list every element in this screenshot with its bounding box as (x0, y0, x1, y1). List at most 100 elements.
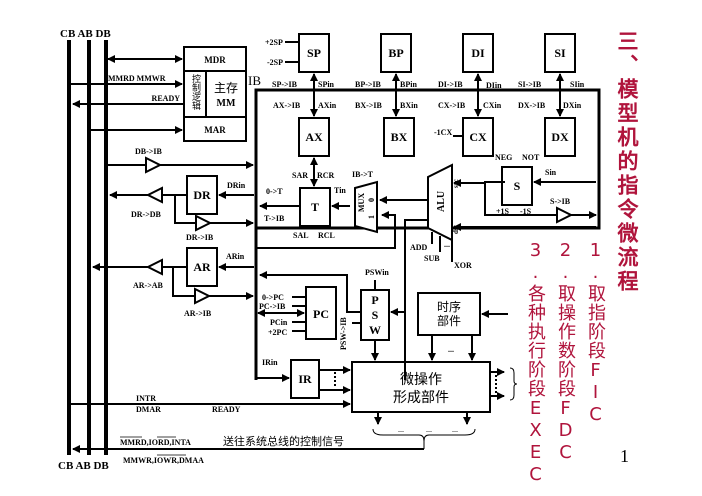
dmar-signal: DMAR (136, 405, 161, 414)
sp-ib-signal: SP->IB (272, 80, 298, 89)
ir-label: IR (298, 372, 312, 386)
sub-signal: SUB (424, 254, 440, 263)
ib-label: IB (248, 73, 261, 88)
ax-in-signal: AXin (318, 101, 337, 110)
mux-in-1: 1 (367, 215, 376, 219)
neg-signal: NEG (495, 153, 512, 162)
cx-dec-signal: -1CX (434, 128, 452, 137)
sp-register (298, 33, 330, 73)
sp-dec-signal: -2SP (267, 58, 283, 67)
timing-unit (417, 292, 481, 336)
cx-ib-signal: CX->IB (438, 101, 466, 110)
bp-register (380, 33, 412, 73)
db-ib-signal: DB->IB (135, 147, 162, 156)
ctrl-logic-label: 控制逻辑 (190, 73, 201, 111)
bus-label-bottom: CB AB DB (58, 460, 109, 472)
si-label: SI (554, 46, 566, 60)
psw-ib-signal: PSW->IB (339, 317, 348, 350)
t-label: T (311, 200, 319, 214)
not-signal: NOT (522, 153, 540, 162)
s-label: S (514, 179, 521, 193)
step-3-execute: 3.各种执行阶段EXEC (525, 240, 546, 486)
ax-label: AX (305, 130, 323, 144)
alu-label: ALU (436, 191, 447, 212)
step-1-fetch-instruction: 1.取指阶段FIC (585, 240, 606, 426)
control-out-description: 送往系统总线的控制信号 (223, 434, 344, 448)
pc-ib-signal: PC->IB (259, 302, 286, 311)
system-buses (67, 40, 108, 455)
si-ib-signal: SI->IB (518, 80, 542, 89)
main-memory-block (183, 46, 247, 142)
pc-register (305, 286, 337, 340)
pc-zero-signal: 0->PC (262, 293, 284, 302)
timing-unit-label-2: 部件 (437, 313, 461, 328)
dr-db-signal: DR->DB (131, 210, 162, 219)
micro-op-unit (351, 361, 491, 413)
s-in-signal: Sin (545, 168, 557, 177)
mm-label: MM (217, 98, 236, 109)
pc-in-signal: PCin (270, 318, 288, 327)
mar-label: MAR (204, 125, 226, 135)
step-2-fetch-operand: 2.取操作数阶段FDC (555, 240, 576, 464)
di-in-signal: DIin (486, 81, 502, 90)
mdr-label: MDR (204, 55, 226, 65)
sp-label: SP (307, 46, 321, 60)
sp-inc-signal: +2SP (265, 38, 283, 47)
alu-dst-label: dst (452, 224, 460, 234)
ib-t-signal: IB->T (352, 170, 374, 179)
mar-box (183, 116, 247, 142)
rcl-signal: RCL (318, 231, 335, 240)
ax-ib-signal: AX->IB (273, 101, 301, 110)
bx-register (383, 117, 415, 157)
ir-register (290, 359, 320, 399)
psw-letter-w: W (369, 323, 381, 337)
mm-rdwr-signal: MMRD MMWR (108, 74, 166, 83)
bus-label-top: CB AB DB (60, 28, 111, 40)
bx-ib-signal: BX->IB (355, 101, 382, 110)
mm-label-cn: 主存 (214, 81, 238, 95)
psw-letter-s: S (372, 308, 379, 322)
psw-in-signal: PSWin (365, 268, 389, 277)
pc-inc-signal: +2PC (268, 328, 287, 337)
control-out-row2: MMWR,IOWR,DMAA (123, 456, 204, 465)
ctrl-ellipsis-1: ... (398, 425, 404, 434)
t-zero-signal: 0->T (266, 187, 283, 196)
dr-in-signal: DRin (227, 181, 246, 190)
ir-in-signal: IRin (262, 358, 278, 367)
dr-ib-signal: DR->IB (186, 233, 214, 242)
control-out-row1: MMRD,IORD,INTA (120, 438, 191, 447)
si-register (544, 33, 576, 73)
dx-in-signal: DXin (563, 101, 582, 110)
mux-in-0: 0 (367, 198, 376, 202)
slide-title: 三、模型机的指令微流程 (615, 30, 639, 294)
s-ib-signal: S->IB (550, 197, 571, 206)
dr-label: DR (193, 188, 211, 202)
alu-ellipsis: ... (444, 240, 450, 249)
add-signal: ADD (410, 243, 428, 252)
sar-signal: SAR (292, 171, 308, 180)
ar-ab-signal: AR->AB (133, 281, 164, 290)
bx-label: BX (391, 130, 408, 144)
psw-letter-p: P (371, 293, 378, 307)
ax-register (298, 117, 330, 157)
s-inc-signal: +1S (496, 207, 510, 216)
di-ib-signal: DI->IB (438, 80, 463, 89)
ar-in-signal: ARin (226, 252, 245, 261)
mux (354, 180, 378, 234)
rcr-signal: RCR (317, 171, 335, 180)
ctrl-ellipsis-3: ... (452, 425, 458, 434)
intr-signal: INTR (136, 394, 156, 403)
timing-unit-label-1: 时序 (437, 299, 461, 314)
bx-in-signal: BXin (400, 101, 418, 110)
bp-in-signal: BPin (400, 80, 417, 89)
bp-ib-signal: BP->IB (355, 80, 382, 89)
ar-label: AR (193, 260, 211, 274)
t-in-signal: Tin (334, 186, 346, 195)
dx-label: DX (551, 130, 569, 144)
dx-register (544, 117, 576, 157)
alu-src-label: src (452, 179, 460, 188)
bp-label: BP (388, 46, 403, 60)
si-in-signal: SIin (570, 80, 585, 89)
cx-in-signal: CXin (483, 101, 502, 110)
